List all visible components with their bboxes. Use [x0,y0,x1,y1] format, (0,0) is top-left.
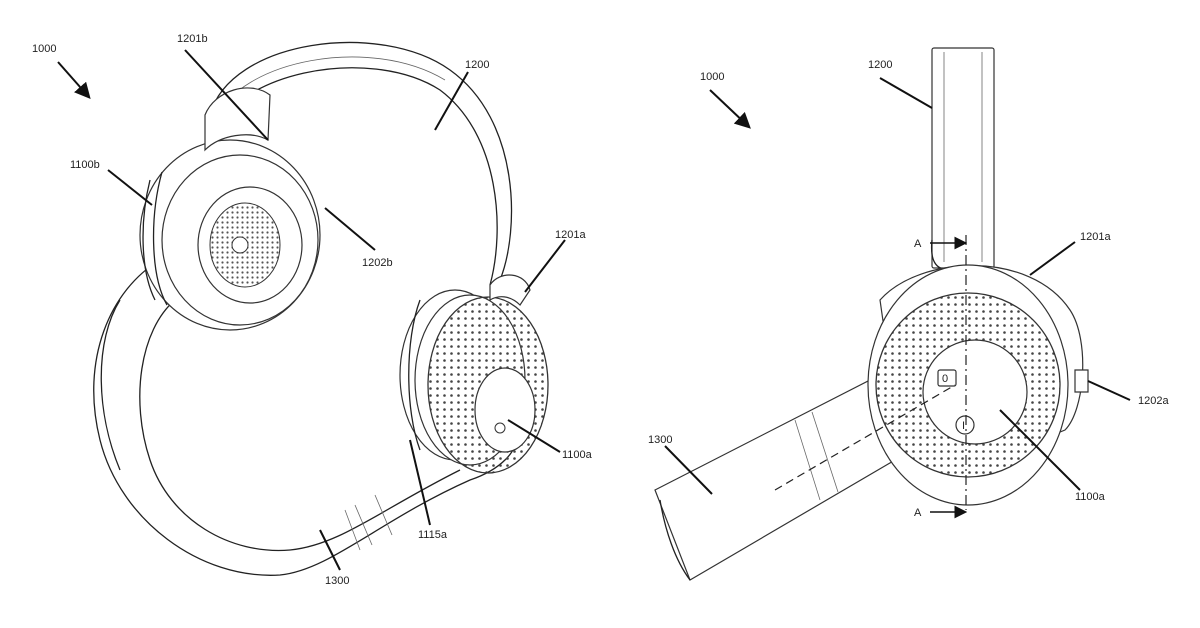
earcup-a-right [867,264,1089,506]
label-pivot-b: 1201b [177,33,208,45]
figure-right-side-view: 0 I 1000 1200 1201a 1202a 1100a 1300 A A [648,47,1169,581]
pivot-b [204,87,271,152]
label-joint-a: 1115a [418,529,448,541]
label-pivot-a-left: 1201a [555,229,586,241]
label-port-a: 1202a [1138,395,1169,407]
label-visor-left: 1300 [325,575,349,587]
label-section-bottom: A [914,507,922,519]
label-visor-right: 1300 [648,434,672,446]
label-earcup-b: 1100b [70,159,100,171]
power-button [955,415,975,435]
label-earcup-a-left: 1100a [562,449,593,461]
label-assembly-left: 1000 [32,43,56,55]
earcup-b [139,139,321,331]
visor-band-left [93,259,517,576]
power-button-label: I [962,420,965,432]
headband-right [930,47,995,271]
label-headband-right: 1200 [868,59,892,71]
mode-button [937,369,957,387]
label-section-top: A [914,238,922,250]
figure-left-perspective: 1000 1201b 1200 1100b 1202b 1201a 1100a … [32,33,593,587]
label-port-b: 1202b [362,257,393,269]
label-earcup-a-right: 1100a [1075,491,1106,503]
visor-axis [774,384,956,491]
earcup-a [399,274,549,474]
visor-arm-right [654,379,896,581]
label-assembly-right: 1000 [700,71,724,83]
label-pivot-a-right: 1201a [1080,231,1111,243]
mode-button-label: 0 [942,373,948,385]
label-headband-left: 1200 [465,59,489,71]
